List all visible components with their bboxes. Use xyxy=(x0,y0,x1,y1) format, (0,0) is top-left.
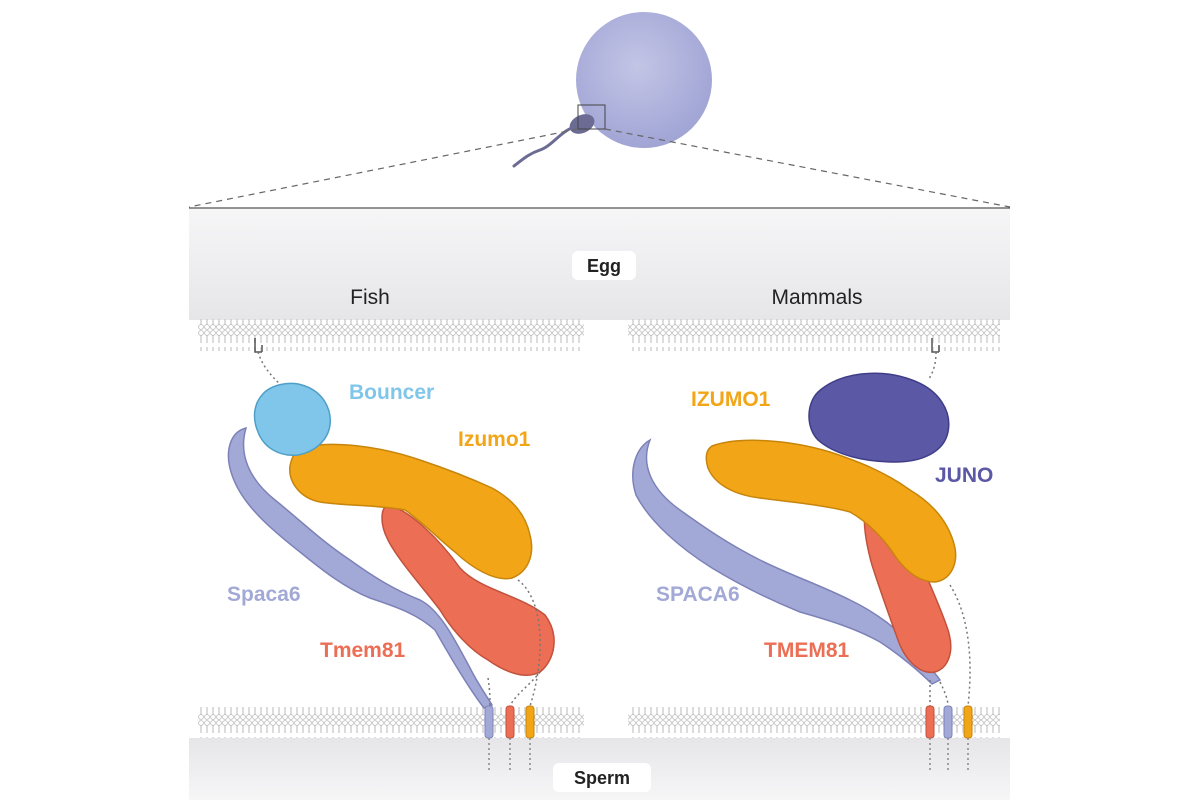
mammal-izumo1-tm-helix xyxy=(963,705,973,739)
fish-spaca6-tm-helix xyxy=(484,705,494,739)
fish-bouncer-structure xyxy=(253,382,331,456)
sperm-label-pill xyxy=(553,763,651,792)
mammal-spaca6-tm-helix xyxy=(943,705,953,739)
mammal-izumo1-structure xyxy=(705,439,957,583)
fish-izumo1-structure xyxy=(289,443,533,580)
sperm-tail xyxy=(512,125,576,168)
fish-tmem81-linker xyxy=(509,671,541,707)
mammal-izumo1-linker xyxy=(949,584,971,707)
fish-bouncer-gpi-anchor xyxy=(254,338,263,353)
mammal-izumo1-label: IZUMO1 xyxy=(691,388,771,411)
mammals-panel-title: Mammals xyxy=(771,286,862,309)
mammal-juno-label: JUNO xyxy=(935,464,993,487)
fish-tmem81-label: Tmem81 xyxy=(320,639,406,662)
mammal-spaca6-label: SPACA6 xyxy=(656,583,740,606)
mammal-sperm-membrane xyxy=(628,706,1000,738)
fish-tmem81-structure xyxy=(381,504,555,676)
mammal-tmem81-tm-helix xyxy=(925,705,935,739)
egg-label: Egg xyxy=(587,256,621,276)
fish-panel-title: Fish xyxy=(350,286,390,309)
fish-izumo1-linker xyxy=(517,579,541,707)
mammal-egg-membrane xyxy=(628,319,1000,351)
fish-complex: Bouncer Izumo1 Spaca6 Tmem81 xyxy=(227,338,555,770)
zoom-box xyxy=(577,104,606,130)
mammal-complex: IZUMO1 JUNO SPACA6 TMEM81 xyxy=(632,338,993,770)
mammal-spaca6-linker xyxy=(939,681,949,707)
egg-cell xyxy=(576,12,712,148)
mammal-tmem81-label: TMEM81 xyxy=(764,639,850,662)
fish-spaca6-linker xyxy=(487,677,491,707)
fish-tmem81-tm-helix xyxy=(505,705,515,739)
sperm-label: Sperm xyxy=(574,768,630,788)
mammal-spaca6-structure xyxy=(632,438,942,685)
overview-illustration xyxy=(188,12,1011,208)
mammal-cytoplasmic-tails xyxy=(929,738,969,770)
fish-cytoplasmic-tails xyxy=(488,738,531,770)
zoom-line-left xyxy=(188,128,579,208)
fish-bouncer-tether xyxy=(257,351,283,387)
fish-sperm-membrane xyxy=(198,706,584,738)
fish-spaca6-label: Spaca6 xyxy=(227,583,301,606)
egg-label-pill xyxy=(572,251,636,280)
zoom-line-right xyxy=(604,128,1011,208)
mammal-juno-tether xyxy=(927,351,937,381)
fish-izumo1-tm-helix xyxy=(525,705,535,739)
fish-izumo1-label: Izumo1 xyxy=(458,428,531,451)
fish-bouncer-label: Bouncer xyxy=(349,381,434,404)
fish-egg-membrane xyxy=(198,319,584,351)
mammal-juno-structure xyxy=(808,372,950,463)
